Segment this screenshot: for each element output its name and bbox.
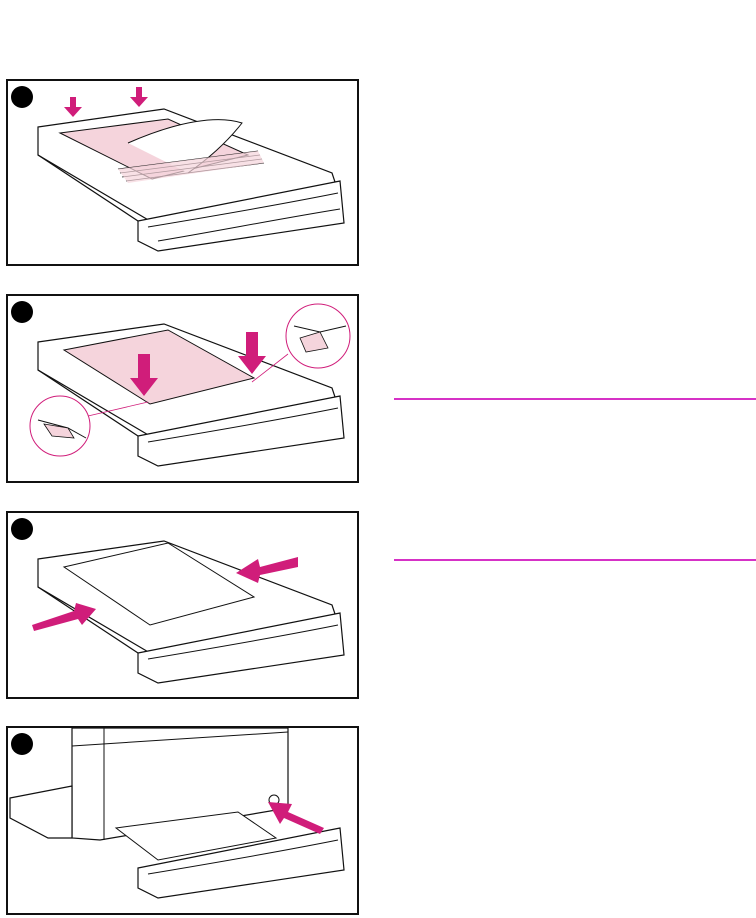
left-arrow-icon [268, 802, 324, 834]
step-1-panel [6, 79, 359, 266]
step-2-badge [11, 301, 33, 323]
step-1-badge [11, 86, 33, 108]
divider-rule [394, 398, 756, 400]
step-2-panel [6, 294, 359, 483]
step-4-panel [6, 726, 359, 915]
divider-rule [394, 559, 756, 561]
step-3-panel [6, 511, 359, 699]
step-3-illustration [8, 513, 359, 699]
down-arrow-icon [64, 97, 82, 117]
down-arrow-icon [130, 87, 148, 107]
step-3-badge [11, 518, 33, 540]
step-2-illustration [8, 296, 359, 483]
right-arrow-icon [32, 603, 96, 631]
step-4-badge [11, 733, 33, 755]
step-1-illustration [8, 81, 359, 266]
step-4-illustration [8, 728, 359, 915]
